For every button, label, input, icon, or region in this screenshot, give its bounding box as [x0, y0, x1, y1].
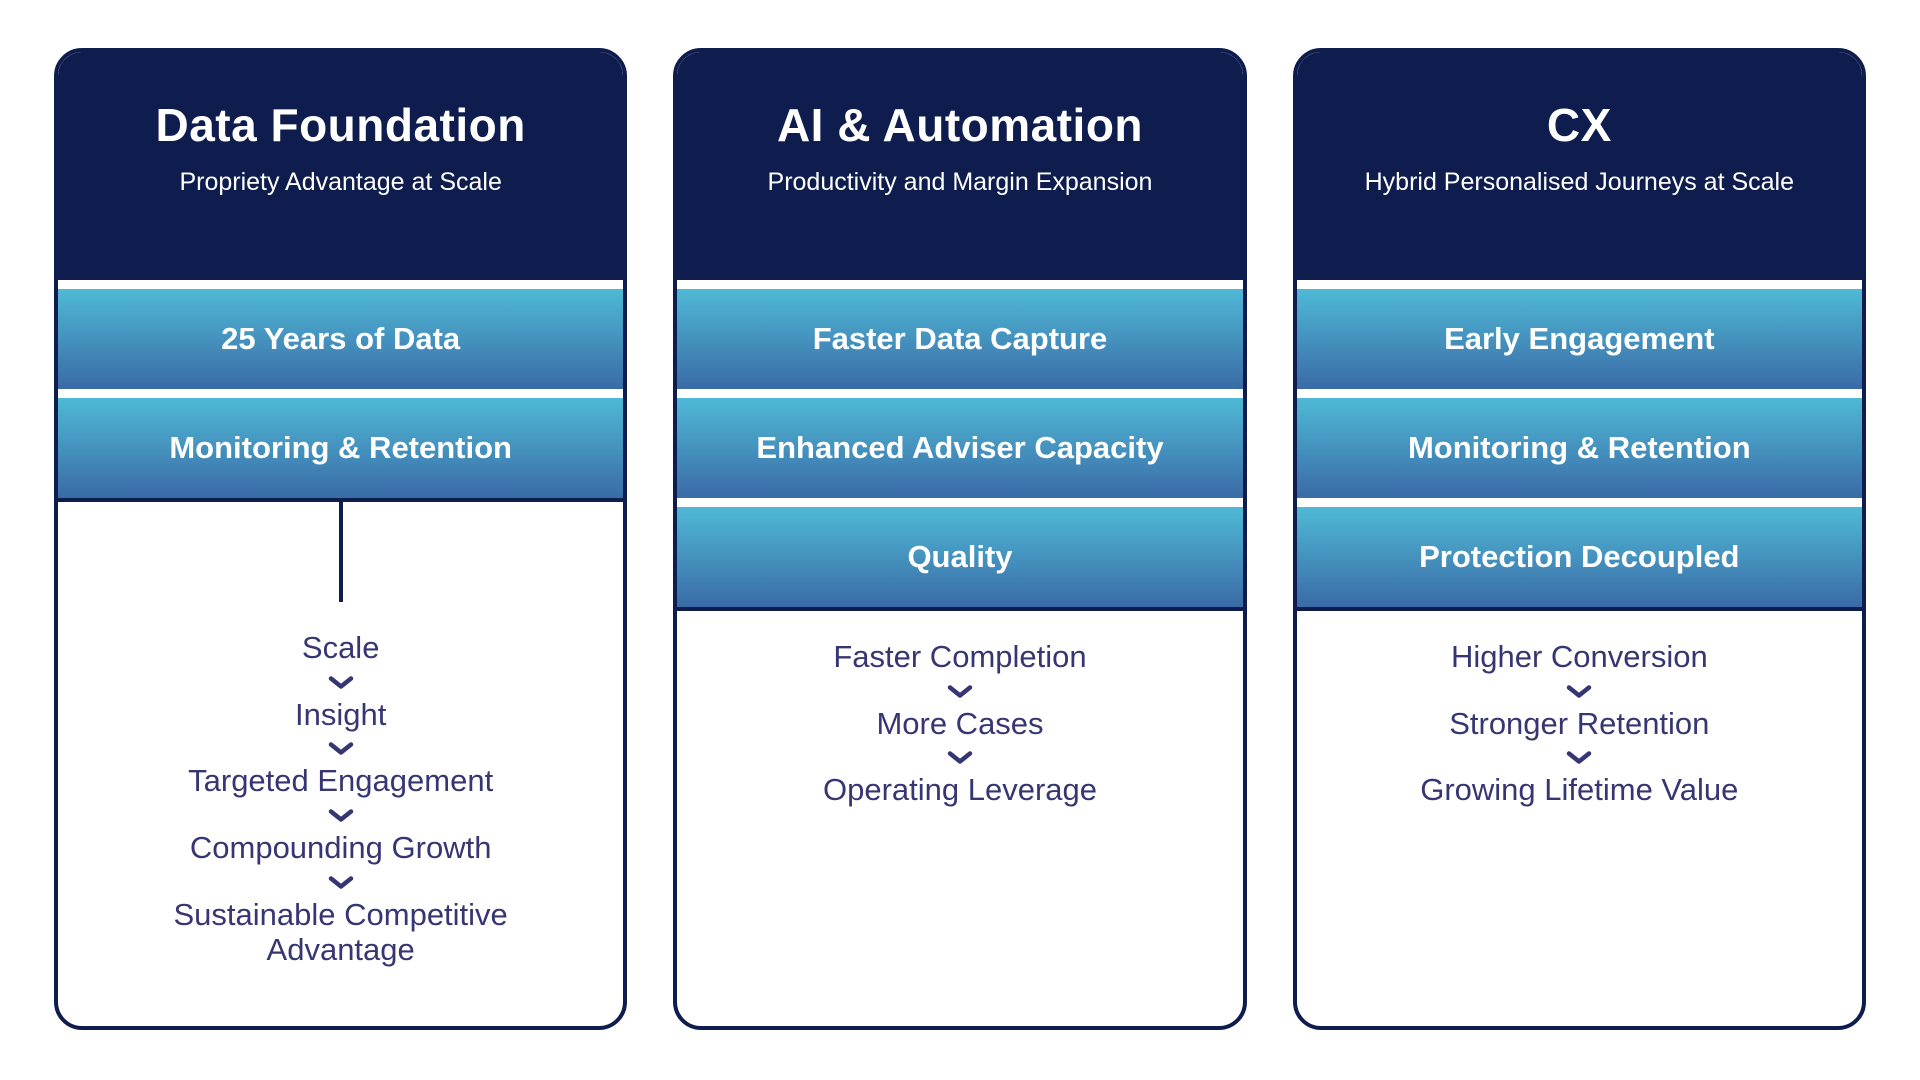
flow-item: Targeted Engagement: [188, 763, 494, 799]
column-header: CX Hybrid Personalised Journeys at Scale: [1296, 52, 1862, 280]
column-cx: CX Hybrid Personalised Journeys at Scale…: [1292, 48, 1866, 1030]
chevron-down-icon: [947, 684, 973, 698]
pillar-bar: Protection Decoupled: [1296, 507, 1862, 607]
column-header: AI & Automation Productivity and Margin …: [677, 52, 1243, 280]
chevron-down-icon: [328, 875, 353, 889]
flow-item: Compounding Growth: [189, 829, 492, 865]
top-section-ai-automation: AI & Automation Productivity and Margin …: [677, 52, 1243, 611]
flow-item: Higher Conversion: [1450, 639, 1708, 674]
column-title: CX: [1546, 99, 1612, 151]
pillar-bar: Early Engagement: [1296, 289, 1862, 389]
column-subtitle: Propriety Advantage at Scale: [179, 168, 502, 196]
chevron-down-icon: [328, 675, 353, 689]
column-title: Data Foundation: [155, 99, 526, 151]
pillar-bar: 25 Years of Data: [58, 289, 624, 389]
connector-line: [338, 502, 343, 602]
chevron-down-icon: [328, 809, 353, 822]
column-data-foundation: Data Foundation Propriety Advantage at S…: [54, 48, 628, 1030]
chevron-down-icon: [947, 751, 973, 765]
top-section-data-foundation: Data Foundation Propriety Advantage at S…: [58, 52, 624, 502]
pillar-bar: Monitoring & Retention: [58, 398, 624, 498]
flow-item: Growing Lifetime Value: [1420, 772, 1739, 808]
pillar-bar: Monitoring & Retention: [1296, 398, 1862, 498]
column-header: Data Foundation Propriety Advantage at S…: [58, 52, 624, 280]
flow-item: Insight: [294, 696, 387, 732]
flow-item: Sustainable Competitive Advantage: [173, 896, 508, 968]
column-subtitle: Hybrid Personalised Journeys at Scale: [1364, 168, 1795, 196]
chevron-down-icon: [1567, 751, 1592, 765]
top-section-cx: CX Hybrid Personalised Journeys at Scale…: [1296, 52, 1862, 611]
pillar-bar: Quality: [677, 507, 1243, 607]
chevron-down-icon: [328, 742, 353, 756]
pillar-bar: Enhanced Adviser Capacity: [677, 398, 1243, 498]
flow-item: Operating Leverage: [822, 772, 1097, 808]
flow-item: Stronger Retention: [1449, 705, 1710, 741]
outcome-flow: Scale Insight Targeted Engagement Compou…: [58, 630, 623, 968]
column-ai-automation: AI & Automation Productivity and Margin …: [673, 48, 1247, 1030]
pillar-bar: Faster Data Capture: [677, 289, 1243, 389]
flow-item: Scale: [301, 630, 380, 665]
flow-item: More Cases: [876, 705, 1044, 741]
chevron-down-icon: [1567, 684, 1592, 698]
outcome-flow: Higher Conversion Stronger Retention Gro…: [1297, 639, 1862, 808]
outcome-flow: Faster Completion More Cases Operating L…: [677, 639, 1242, 808]
column-title: AI & Automation: [776, 99, 1144, 151]
flow-item: Faster Completion: [833, 639, 1087, 674]
column-subtitle: Productivity and Margin Expansion: [767, 168, 1153, 196]
